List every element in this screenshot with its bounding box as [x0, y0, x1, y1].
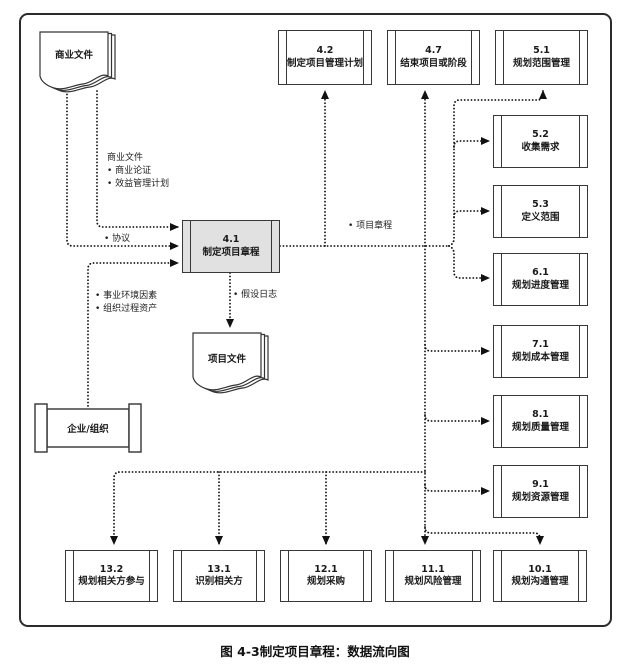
flow-to-51: [448, 90, 547, 247]
flow-to-91: [424, 484, 490, 495]
process-name: 规划范围管理: [512, 57, 570, 69]
process-name: 定义范围: [521, 211, 560, 223]
annotation-line: • 组织过程资产: [95, 304, 158, 314]
process-id: 12.1: [314, 563, 338, 575]
process-name: 制定项目章程: [202, 246, 260, 258]
process-box-12-1: 12.1 规划采购: [280, 550, 372, 602]
process-box-9-1: 9.1 规划资源管理: [493, 465, 588, 518]
process-id: 4.7: [425, 45, 442, 56]
process-name: 规划资源管理: [511, 491, 569, 503]
flow-to-101: [424, 526, 544, 545]
flow-organization-to-41: [87, 259, 179, 407]
flow-lines: [66, 90, 547, 545]
annotation-assumption-log: • 假设日志: [233, 290, 278, 300]
process-id: 5.1: [533, 45, 550, 56]
annotation-agreements: • 协议: [104, 234, 131, 244]
figure-caption: 图 4-3制定项目章程：数据流向图: [220, 644, 410, 659]
process-name: 规划质量管理: [511, 421, 569, 433]
process-box-11-1: 11.1 规划风险管理: [385, 550, 481, 602]
process-id: 11.1: [421, 563, 445, 575]
process-id: 4.1: [222, 234, 240, 245]
process-name: 规划采购: [306, 576, 345, 587]
flow-to-132: [110, 471, 426, 545]
process-name: 规划成本管理: [511, 351, 569, 363]
flow-to-81: [424, 414, 490, 425]
diagram-frame: [19, 13, 612, 627]
annotation-eef-opa: • 事业环境因素 • 组织过程资产: [95, 290, 157, 316]
process-box-6-1: 6.1 规划进度管理: [493, 253, 588, 306]
process-id: 4.2: [316, 45, 334, 56]
process-box-10-1: 10.1 规划沟通管理: [493, 550, 587, 602]
process-name: 收集需求: [521, 141, 560, 153]
annotation-project-charter: • 项目章程: [348, 221, 393, 231]
process-id: 8.1: [532, 409, 549, 420]
flow-to-71: [424, 344, 490, 355]
annotation-business-inputs: 商业文件 • 商业论证 • 效益管理计划: [107, 152, 169, 191]
process-box-13-2: 13.2 规划相关方参与: [65, 550, 158, 602]
process-name: 规划风险管理: [404, 576, 462, 587]
flow-to-61: [448, 245, 490, 282]
process-id: 13.1: [207, 563, 231, 575]
process-name: 规划相关方参与: [78, 576, 145, 587]
process-box-4-2: 4.2 制定项目管理计划: [278, 30, 372, 85]
organization-label: 企业/组织: [67, 424, 109, 435]
flow-to-53: [453, 207, 490, 218]
process-id: 5.2: [532, 129, 549, 140]
process-box-4-1: 4.1 制定项目章程: [182, 220, 280, 273]
process-id: 6.1: [532, 267, 549, 278]
process-name: 识别相关方: [195, 576, 243, 587]
flow-agreements-to-41: [66, 90, 179, 250]
process-box-13-1: 13.1 识别相关方: [173, 550, 265, 602]
annotation-line: • 事业环境因素: [95, 291, 158, 301]
project-documents-label: 项目文件: [207, 354, 246, 365]
process-id: 7.1: [532, 339, 549, 350]
organization-shape: [34, 403, 142, 453]
annotation-line: • 效益管理计划: [107, 179, 170, 189]
process-id: 9.1: [532, 479, 549, 490]
process-id: 13.2: [99, 563, 124, 575]
process-id: 10.1: [528, 563, 552, 575]
annotation-line: 商业文件: [107, 153, 144, 163]
process-box-4-7: 4.7 结束项目或阶段: [387, 30, 480, 85]
process-id: 5.3: [532, 199, 549, 210]
process-name: 规划沟通管理: [511, 576, 569, 587]
process-name: 结束项目或阶段: [400, 57, 467, 69]
process-name: 制定项目管理计划: [287, 57, 364, 69]
flow-businessdocs-to-41: [96, 90, 179, 231]
process-box-5-3: 5.3 定义范围: [493, 185, 588, 238]
flow-to-52: [453, 137, 490, 148]
process-box-5-1: 5.1 规划范围管理: [495, 30, 588, 85]
process-box-8-1: 8.1 规划质量管理: [493, 395, 588, 448]
process-box-7-1: 7.1 规划成本管理: [493, 325, 588, 378]
business-documents-label: 商业文件: [54, 50, 93, 61]
process-name: 规划进度管理: [511, 279, 569, 291]
annotation-line: • 商业论证: [107, 166, 152, 176]
process-box-5-2: 5.2 收集需求: [493, 115, 588, 168]
